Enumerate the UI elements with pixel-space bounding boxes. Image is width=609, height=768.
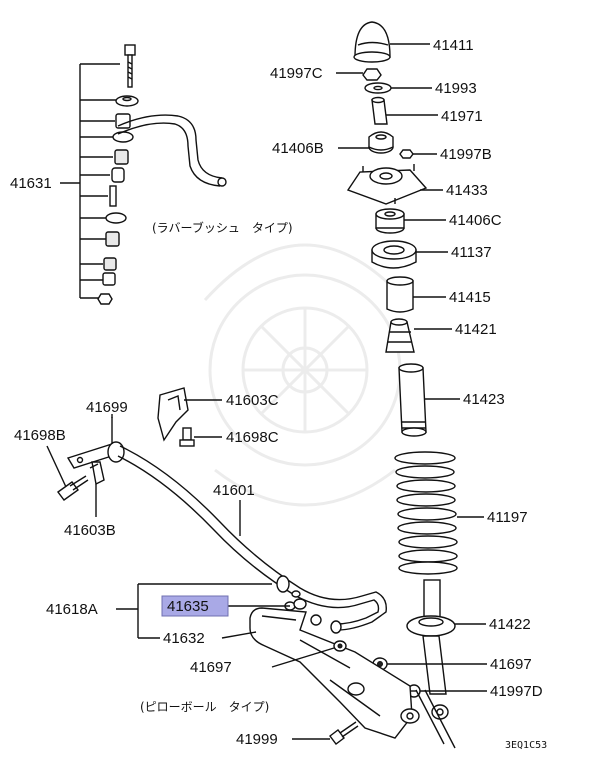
part-41197-coil-spring[interactable]	[394, 451, 458, 575]
part-41997C-nut[interactable]	[362, 68, 382, 81]
bracket-41631	[60, 63, 120, 299]
part-41603C-bracket[interactable]	[157, 387, 189, 442]
part-41433-strut-mount[interactable]	[346, 164, 428, 205]
part-stab-link-bushings[interactable]	[97, 95, 139, 305]
label-41631[interactable]: 41631	[10, 175, 52, 192]
part-41971-collar[interactable]	[371, 96, 388, 125]
label-41423[interactable]: 41423	[463, 391, 505, 408]
label-41971[interactable]: 41971	[441, 108, 483, 125]
part-41603B-bracket[interactable]	[89, 461, 105, 486]
label-41422[interactable]: 41422	[489, 616, 531, 633]
label-41603B[interactable]: 41603B	[64, 522, 116, 539]
label-41997B[interactable]: 41997B	[440, 146, 492, 163]
label-41993[interactable]: 41993	[435, 80, 477, 97]
label-41197[interactable]: 41197	[487, 509, 528, 526]
label-41698B[interactable]: 41698B	[14, 427, 66, 444]
label-41618A[interactable]: 41618A	[46, 601, 98, 618]
part-41415-bump-stop[interactable]	[386, 276, 414, 313]
part-41697-left-bushing[interactable]	[333, 640, 347, 652]
watermark-emblem	[203, 243, 407, 507]
part-41421-bump-rubber[interactable]	[385, 318, 415, 353]
label-41433[interactable]: 41433	[446, 182, 488, 199]
label-41698C[interactable]: 41698C	[226, 429, 279, 446]
diagram-code: 3EQ1C53	[505, 740, 547, 751]
part-41406C-bushing[interactable]	[375, 208, 405, 234]
part-41698B-bolt[interactable]	[57, 475, 89, 501]
part-41997B-nut[interactable]	[399, 149, 414, 159]
note-rubber-bush-type: (ラバーブッシュ タイプ)	[152, 220, 293, 235]
part-41411-cap[interactable]	[353, 21, 391, 63]
label-41137[interactable]: 41137	[451, 244, 492, 261]
part-41601-stabilizer-bar[interactable]	[117, 445, 387, 634]
label-41603C[interactable]: 41603C	[226, 392, 279, 409]
label-41999[interactable]: 41999	[236, 731, 278, 748]
label-41421[interactable]: 41421	[455, 321, 497, 338]
part-41999-bolt[interactable]	[329, 721, 359, 745]
label-41406C[interactable]: 41406C	[449, 212, 502, 229]
part-41618A-link-group[interactable]	[276, 575, 322, 626]
label-41697-left[interactable]: 41697	[190, 659, 232, 676]
part-upper-stabilizer	[117, 114, 227, 187]
label-41697-right[interactable]: 41697	[490, 656, 532, 673]
part-41423-dust-boot[interactable]	[398, 363, 427, 437]
label-41997D[interactable]: 41997D	[490, 683, 543, 700]
bracket-41618A	[116, 583, 272, 639]
label-41632[interactable]: 41632	[163, 630, 205, 647]
part-stab-link-bolt[interactable]	[124, 44, 136, 88]
part-41406B-bushing[interactable]	[368, 131, 394, 154]
part-41137-spring-seat[interactable]	[371, 240, 417, 269]
label-41997C[interactable]: 41997C	[270, 65, 323, 82]
label-41406B[interactable]: 41406B	[272, 140, 324, 157]
part-41698C-bolt[interactable]	[179, 427, 195, 447]
lower-control-arm	[249, 607, 456, 749]
note-pillow-ball-type: (ピローボール タイプ)	[140, 700, 269, 714]
part-41993-washer[interactable]	[364, 82, 392, 94]
label-41411[interactable]: 41411	[433, 37, 474, 54]
part-41422-shock-absorber[interactable]	[406, 579, 456, 720]
label-41699[interactable]: 41699	[86, 399, 128, 416]
highlight-41635	[161, 595, 229, 617]
label-41635[interactable]: 41635	[167, 598, 209, 615]
label-41601[interactable]: 41601	[213, 482, 255, 499]
label-41415[interactable]: 41415	[449, 289, 491, 306]
